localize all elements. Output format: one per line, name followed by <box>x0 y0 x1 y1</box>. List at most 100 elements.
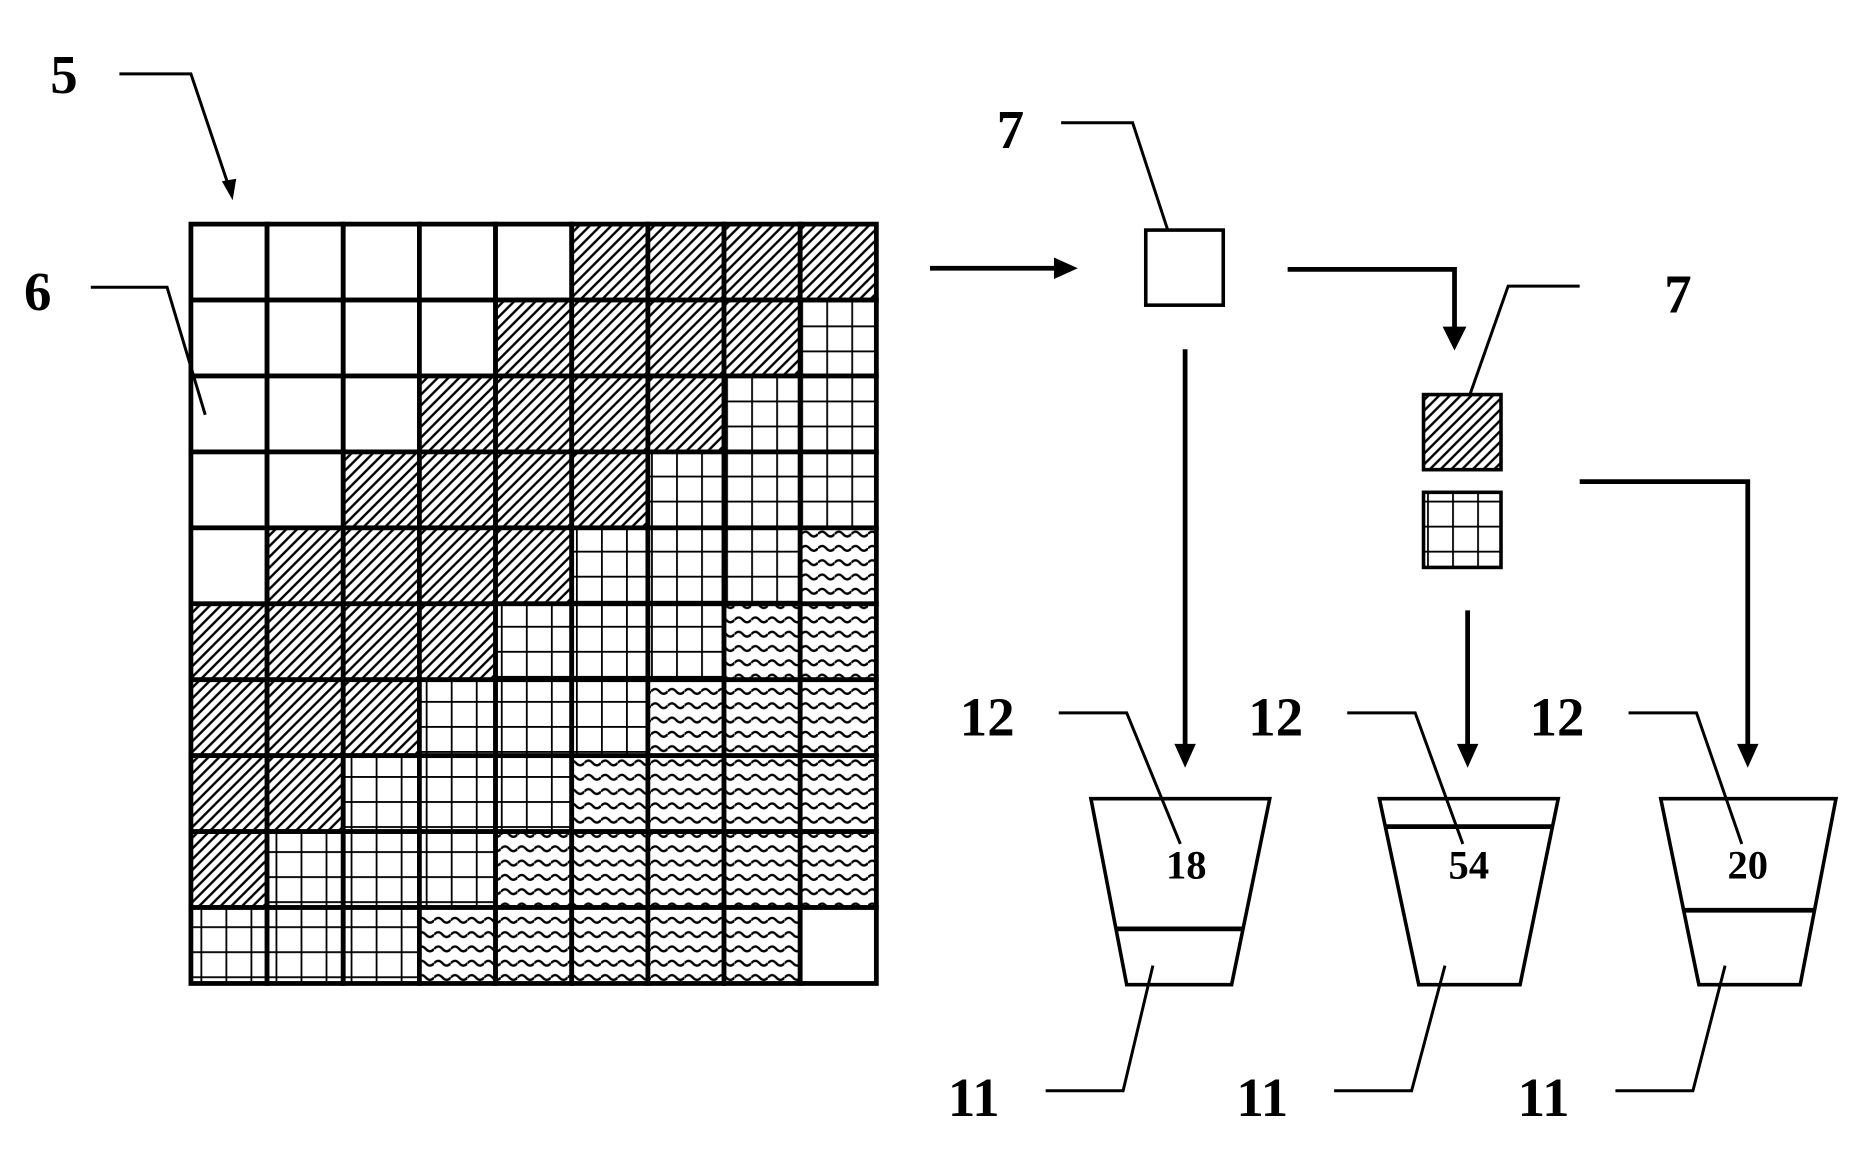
matrix-cell-blank <box>188 449 270 531</box>
matrix-cell-wavy <box>721 677 803 759</box>
matrix-cell-hatched <box>493 525 575 607</box>
matrix-cell-blank <box>417 221 498 303</box>
matrix-cell-wavy <box>721 601 803 683</box>
matrix-cell-grid <box>417 753 498 834</box>
matrix-cell-hatched <box>264 525 346 607</box>
leader-line <box>1347 711 1465 845</box>
matrix-cell-hatched <box>340 601 422 683</box>
matrix-cell-hatched <box>569 297 651 379</box>
container-outline <box>1088 796 1272 987</box>
arrow-head-icon <box>1442 326 1467 351</box>
matrix-cell-grid <box>721 525 803 607</box>
matrix-cell-hatched <box>188 601 270 683</box>
container-value: 54 <box>1449 843 1490 888</box>
matrix-cell-hatched <box>417 601 498 683</box>
label-container: 11 <box>948 1067 1000 1128</box>
matrix-cell-blank <box>264 449 346 531</box>
label-container-marker: 12 <box>960 687 1015 748</box>
leader-line <box>1628 711 1744 845</box>
matrix-cell-hatched <box>340 449 422 531</box>
matrix-cell-blank <box>264 221 346 303</box>
matrix-cell-wavy <box>721 829 803 910</box>
matrix-cell-wavy <box>645 905 727 986</box>
container-outline <box>1658 796 1839 987</box>
matrix-cell-hatched <box>264 677 346 759</box>
matrix-cell-grid <box>188 905 270 986</box>
matrix-cell-grid <box>493 677 575 759</box>
matrix-cell-grid <box>645 525 727 607</box>
matrix-cell-grid <box>493 753 575 834</box>
matrix-cell-blank <box>188 525 270 607</box>
leader-line <box>119 72 232 192</box>
matrix-cell-hatched <box>417 449 498 531</box>
matrix-cell-wavy <box>493 905 575 986</box>
leader-line <box>90 285 207 416</box>
matrix-cell-grid <box>797 373 879 455</box>
matrix-cell-grid <box>569 601 651 683</box>
matrix-cell-hatched <box>340 525 422 607</box>
matrix-cell-blank <box>188 221 270 303</box>
matrix-cell-grid <box>340 753 422 834</box>
matrix-cell-grid <box>340 829 422 910</box>
matrix-cell-wavy <box>797 829 879 910</box>
matrix-cell-grid <box>721 373 803 455</box>
label-matrix: 5 <box>50 44 77 105</box>
matrix-cell-hatched <box>645 221 727 303</box>
leader-line <box>1058 711 1182 845</box>
matrix-cell-hatched <box>721 221 803 303</box>
matrix-cell-hatched <box>797 221 879 303</box>
arrow-head-icon <box>1053 257 1078 279</box>
leader-line <box>1061 121 1176 251</box>
matrix-cell-wavy <box>645 829 727 910</box>
matrix-cell-grid <box>721 449 803 531</box>
matrix-cell-wavy <box>569 905 651 986</box>
matrix-cell-wavy <box>569 829 651 910</box>
label-container: 11 <box>1236 1067 1288 1128</box>
matrix-cell-hatched <box>188 829 270 910</box>
label-container-marker: 12 <box>1530 687 1585 748</box>
matrix-cell-wavy <box>645 677 727 759</box>
matrix-cell-hatched <box>493 297 575 379</box>
matrix-cell-grid <box>797 449 879 531</box>
matrix-cell-grid <box>264 905 346 986</box>
matrix-cell-wavy <box>493 829 575 910</box>
matrix-cell-wavy <box>417 905 498 986</box>
matrix-cell-wavy <box>569 753 651 834</box>
arrow-head-icon <box>221 178 237 201</box>
matrix-cell-grid <box>493 601 575 683</box>
leader-line <box>1045 965 1155 1093</box>
matrix-cell-hatched <box>645 297 727 379</box>
matrix-cell-hatched <box>264 753 346 834</box>
label-cell: 6 <box>24 261 51 322</box>
matrix-cell-grid <box>417 677 498 759</box>
label-container: 11 <box>1518 1067 1570 1128</box>
matrix-cell-grid <box>645 601 727 683</box>
label-sample-right: 7 <box>1664 263 1691 324</box>
matrix-cell-hatched <box>264 601 346 683</box>
matrix-cell-wavy <box>721 753 803 834</box>
matrix-cell-wavy <box>797 525 879 607</box>
matrix-cell-wavy <box>797 601 879 683</box>
matrix-cell-blank <box>417 297 498 379</box>
leader-line <box>1334 965 1447 1093</box>
matrix-cell-grid <box>340 905 422 986</box>
matrix-cell-grid <box>569 677 651 759</box>
matrix-cell-blank <box>188 297 270 379</box>
matrix-cell-blank <box>264 297 346 379</box>
container-value: 18 <box>1166 843 1207 888</box>
matrix-cell-hatched <box>340 677 422 759</box>
container: 18 12 11 <box>948 687 1272 1128</box>
matrix-cell-grid <box>417 829 498 910</box>
sample-matrix <box>188 221 879 986</box>
arrow-head-icon <box>1174 743 1196 768</box>
label-sample-top: 7 <box>997 99 1024 160</box>
matrix-cell-hatched <box>188 677 270 759</box>
leader-line <box>1462 284 1580 412</box>
matrix-cell-hatched <box>493 449 575 531</box>
matrix-cell-grid <box>797 297 879 379</box>
matrix-cell-blank <box>188 373 270 455</box>
sample-grid <box>1421 490 1503 570</box>
matrix-cell-hatched <box>417 525 498 607</box>
